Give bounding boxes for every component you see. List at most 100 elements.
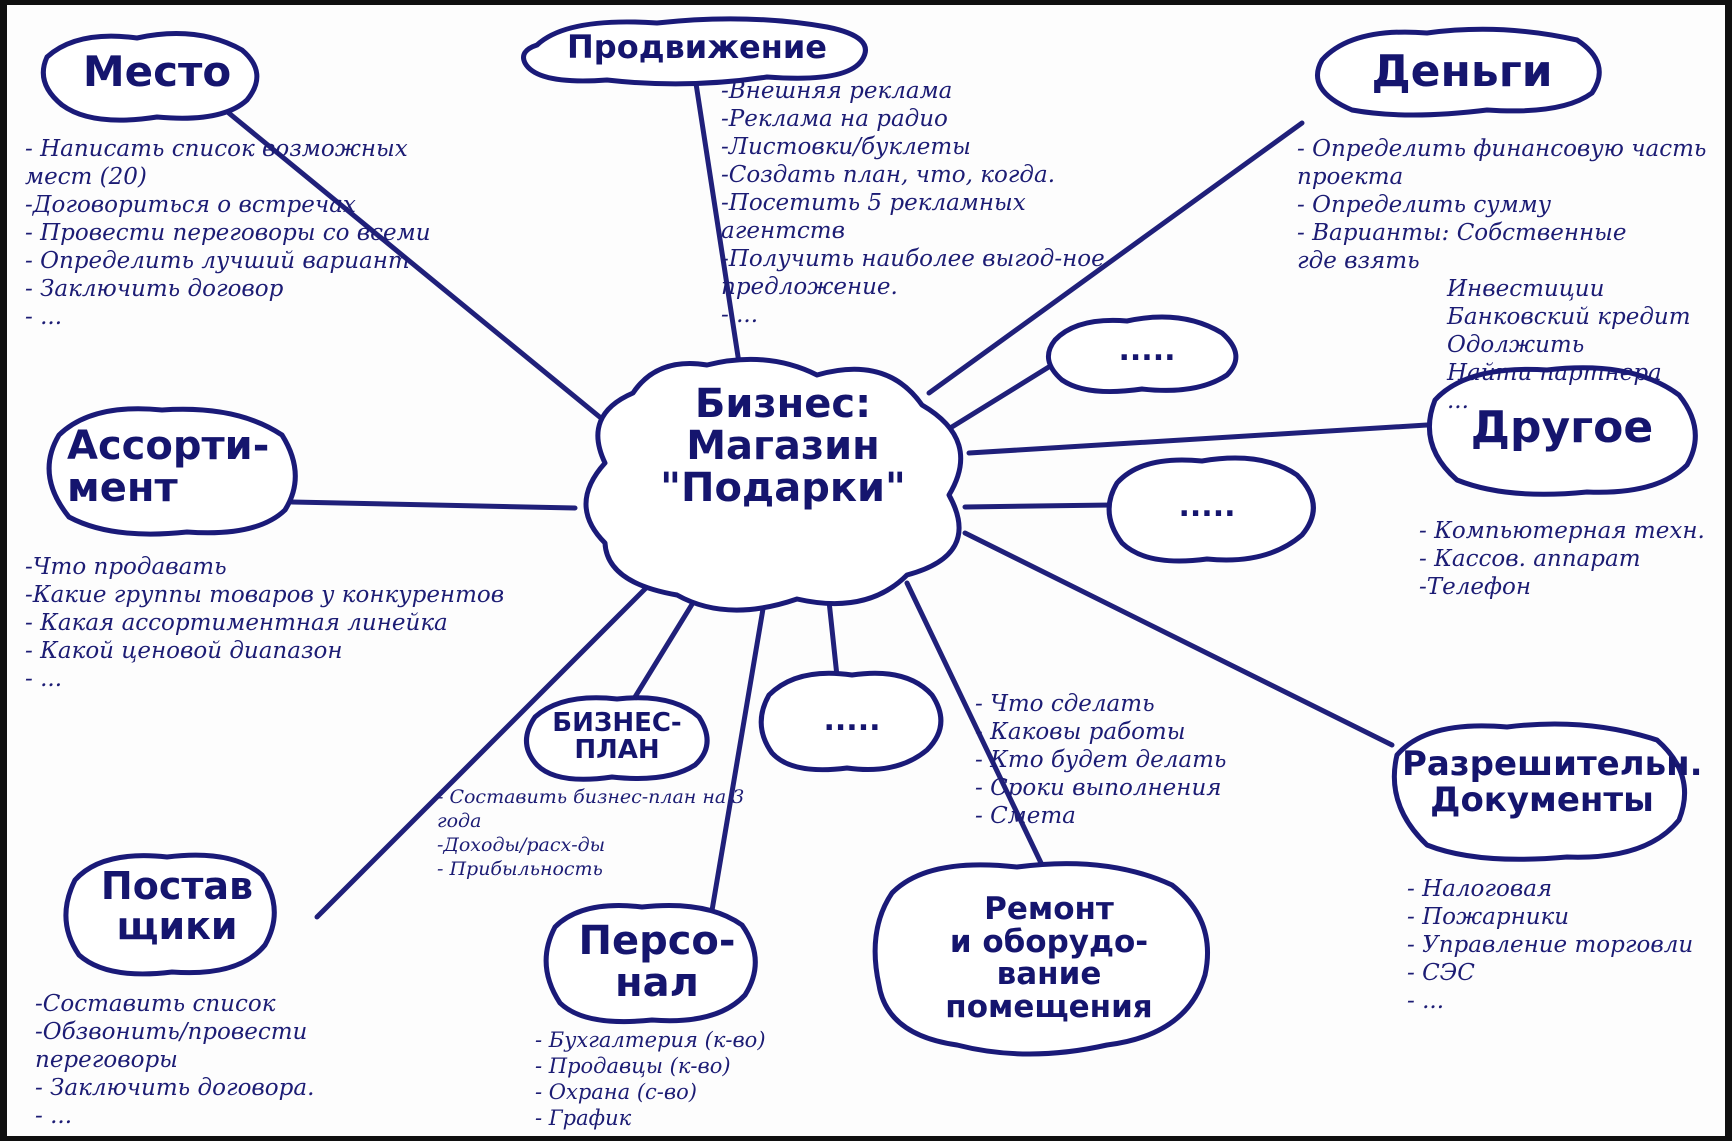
list-item: - ... — [721, 302, 759, 328]
link-permits — [962, 530, 1395, 748]
list-item: - Заключить договора. — [35, 1075, 315, 1101]
list-item: - СЭС — [1407, 960, 1475, 986]
list-item: - Какой ценовой диапазон — [25, 638, 343, 664]
node-money-notes: - Определить финансовую часть проекта - … — [1297, 135, 1717, 415]
cloud-blank1 — [1045, 314, 1239, 395]
cloud-staff — [543, 903, 758, 1025]
list-item: - Определить сумму — [1297, 192, 1552, 218]
link-money — [926, 120, 1305, 396]
list-item: Банковский кредит — [1447, 304, 1691, 330]
link-suppliers — [314, 572, 662, 920]
list-item: - Смета — [975, 803, 1076, 829]
list-item: - Бухгалтерия (к-во) — [535, 1028, 766, 1052]
node-place-notes: - Написать список возможных мест (20) -Д… — [25, 135, 465, 331]
cloud-assortment — [46, 406, 298, 537]
link-renovation — [904, 580, 1045, 868]
list-item: - ... — [1407, 988, 1445, 1014]
list-item: Инвестиции — [1447, 276, 1605, 302]
node-assortment-title: Ассорти- мент — [67, 423, 270, 511]
node-promotion-title: Продвижение — [567, 28, 827, 66]
list-item: - График — [535, 1106, 632, 1130]
list-item: -Какие группы товаров у конкурентов — [25, 582, 505, 608]
list-item: -Доходы/расх-ды — [437, 834, 606, 856]
node-assortment-notes: -Что продавать -Какие группы товаров у к… — [25, 553, 505, 693]
node-money-title: Деньги — [1371, 46, 1553, 97]
connector-lines — [40, 16, 1698, 1057]
list-item: -Составить список — [35, 991, 276, 1017]
cloud-suppliers — [63, 852, 277, 977]
link-assortment — [289, 499, 578, 511]
node-blank3-title: ..... — [823, 703, 881, 738]
node-staff-title: Персо- нал — [578, 918, 736, 1006]
node-other-title: Другое — [1470, 402, 1654, 453]
link-blank2 — [962, 502, 1115, 510]
list-item: - Какая ассортиментная линейка — [25, 610, 448, 636]
list-item: - Охрана (с-во) — [535, 1080, 697, 1104]
cloud-renovation — [872, 861, 1210, 1057]
list-item: - Управление торговли — [1407, 932, 1694, 958]
list-item: - Кто будет делать — [975, 747, 1227, 773]
list-item: -Посетить 5 рекламных агентств — [721, 190, 1026, 244]
link-other — [966, 422, 1430, 456]
list-item: - ... — [25, 666, 63, 692]
node-blank1-title: ..... — [1118, 333, 1176, 368]
center-title: Бизнес: Магазин "Подарки" — [660, 381, 906, 511]
list-item: - Компьютерная техн. — [1419, 518, 1705, 544]
cloud-permits — [1391, 721, 1688, 862]
cloud-bizplan — [524, 695, 710, 782]
node-suppliers-notes: -Составить список -Обзвонить/провести пе… — [35, 990, 455, 1130]
list-item: - ... — [35, 1103, 73, 1129]
list-item: - Сроки выполнения — [975, 775, 1222, 801]
list-item: -Листовки/буклеты — [721, 134, 971, 160]
list-item: - Определить лучший вариант — [25, 248, 410, 274]
list-item: - Продавцы (к-во) — [535, 1054, 731, 1078]
cloud-center — [583, 356, 964, 613]
list-item: -Создать план, что, когда. — [721, 162, 1056, 188]
cloud-blank3 — [758, 670, 944, 773]
list-item: - Налоговая — [1407, 876, 1553, 902]
link-promotion — [692, 74, 742, 366]
mind-map-sheet: Бизнес: Магазин "Подарки" Место - Написа… — [7, 5, 1725, 1136]
node-place-title: Место — [82, 47, 232, 96]
list-item: - Варианты: Собственные — [1297, 220, 1627, 246]
node-staff-notes: - Бухгалтерия (к-во) - Продавцы (к-во) -… — [535, 1027, 875, 1131]
link-place — [216, 102, 610, 426]
link-bizplan — [624, 590, 702, 713]
list-item: - Кассов. аппарат — [1419, 546, 1641, 572]
list-item: - Прибыльность — [437, 858, 603, 880]
list-item: -Что продавать — [25, 554, 227, 580]
node-permits-title: Разрешительн. Документы — [1402, 744, 1703, 820]
node-bizplan-notes: - Составить бизнес-план на 3 года -Доход… — [437, 785, 757, 881]
cloud-money — [1315, 26, 1602, 118]
list-item: - Что сделать — [975, 691, 1155, 717]
node-blank2-title: ..... — [1178, 489, 1236, 524]
cloud-blank2 — [1106, 455, 1316, 564]
node-other-notes: - Компьютерная техн. - Кассов. аппарат -… — [1419, 517, 1725, 601]
list-item: -Договориться о встречах — [25, 192, 356, 218]
list-item: -Внешняя реклама — [721, 78, 953, 104]
list-item: -Обзвонить/провести переговоры — [35, 1019, 308, 1073]
list-item: где взять — [1297, 248, 1420, 274]
list-item: - Провести переговоры со всеми — [25, 220, 431, 246]
node-bizplan-title: БИЗНЕС- ПЛАН — [552, 708, 682, 766]
list-item: - Пожарники — [1407, 904, 1570, 930]
list-item: - Определить финансовую часть проекта — [1297, 136, 1707, 190]
node-permits-notes: - Налоговая - Пожарники - Управление тор… — [1407, 875, 1725, 1015]
list-item: - Написать список возможных мест (20) — [25, 136, 408, 190]
node-renovation-title: Ремонт и оборудо- вание помещения — [945, 891, 1153, 1025]
list-item: - Составить бизнес-план на 3 года — [437, 786, 745, 832]
list-item: ... — [1447, 388, 1469, 414]
node-renovation-notes: - Что сделать - Каковы работы - Кто буде… — [975, 690, 1315, 830]
list-item: Найти партнера — [1447, 360, 1662, 386]
list-item: Одолжить — [1447, 332, 1585, 358]
link-blank1 — [944, 362, 1055, 433]
list-item: - Каковы работы — [975, 719, 1186, 745]
node-promotion-notes: -Внешняя реклама -Реклама на радио -Лист… — [721, 77, 1121, 329]
cloud-place — [40, 31, 260, 123]
node-suppliers-title: Постав щики — [100, 864, 254, 948]
list-item: - Заключить договор — [25, 276, 284, 302]
link-staff — [704, 594, 768, 943]
list-item: -Реклама на радио — [721, 106, 948, 132]
cloud-promotion — [521, 16, 868, 87]
list-item: -Телефон — [1419, 574, 1531, 600]
